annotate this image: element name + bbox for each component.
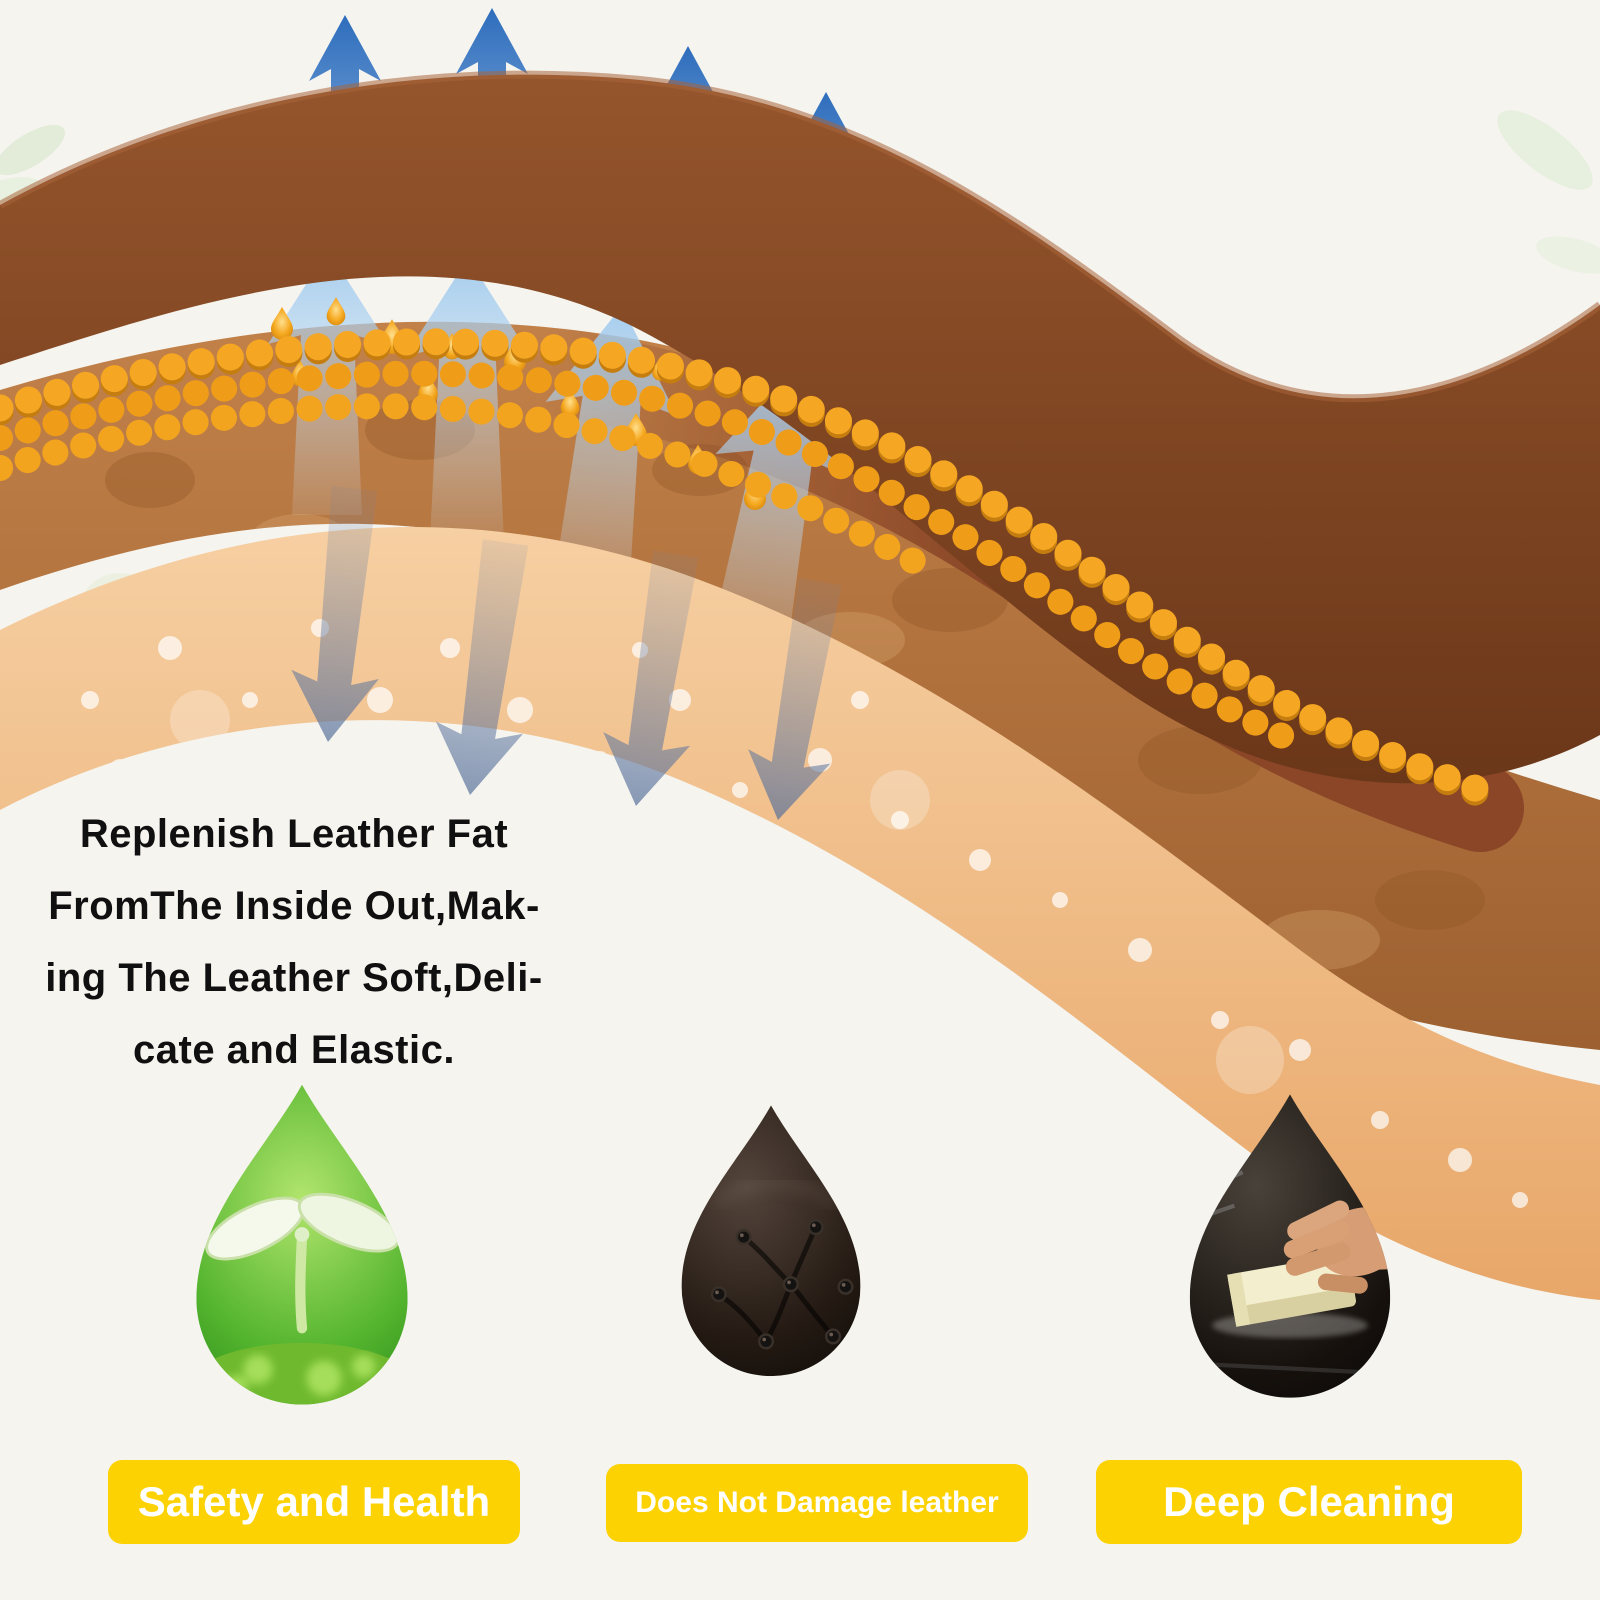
leather-layer-bottom (0, 527, 1600, 1300)
tagline: Replenish Leather Fat FromThe Inside Out… (28, 798, 560, 1086)
tagline-line: Replenish Leather Fat (79, 812, 509, 856)
feature-badge-no-damage: Does Not Damage leather (606, 1464, 1028, 1542)
moss-graphic (196, 1342, 408, 1405)
sprout-droplet-icon (152, 1076, 452, 1428)
feature-badge-safety: Safety and Health (108, 1460, 520, 1544)
feature-badge-deep-cleaning: Deep Cleaning (1096, 1460, 1522, 1544)
tagline-line: FromThe Inside Out,Mak- (48, 884, 540, 928)
sponge-droplet-icon (1148, 1086, 1432, 1420)
leather-droplet-icon (644, 1098, 898, 1396)
tagline-line: cate and Elastic. (133, 1028, 455, 1072)
sponge-graphic (1227, 1254, 1357, 1327)
oil-bead-rows (0, 328, 1494, 808)
tagline-line: ing The Leather Soft,Deli- (45, 956, 543, 1000)
leaf-decoration-top-right (1497, 110, 1600, 274)
tufted-buttons (710, 1219, 854, 1350)
leather-layer-top (0, 70, 1600, 784)
